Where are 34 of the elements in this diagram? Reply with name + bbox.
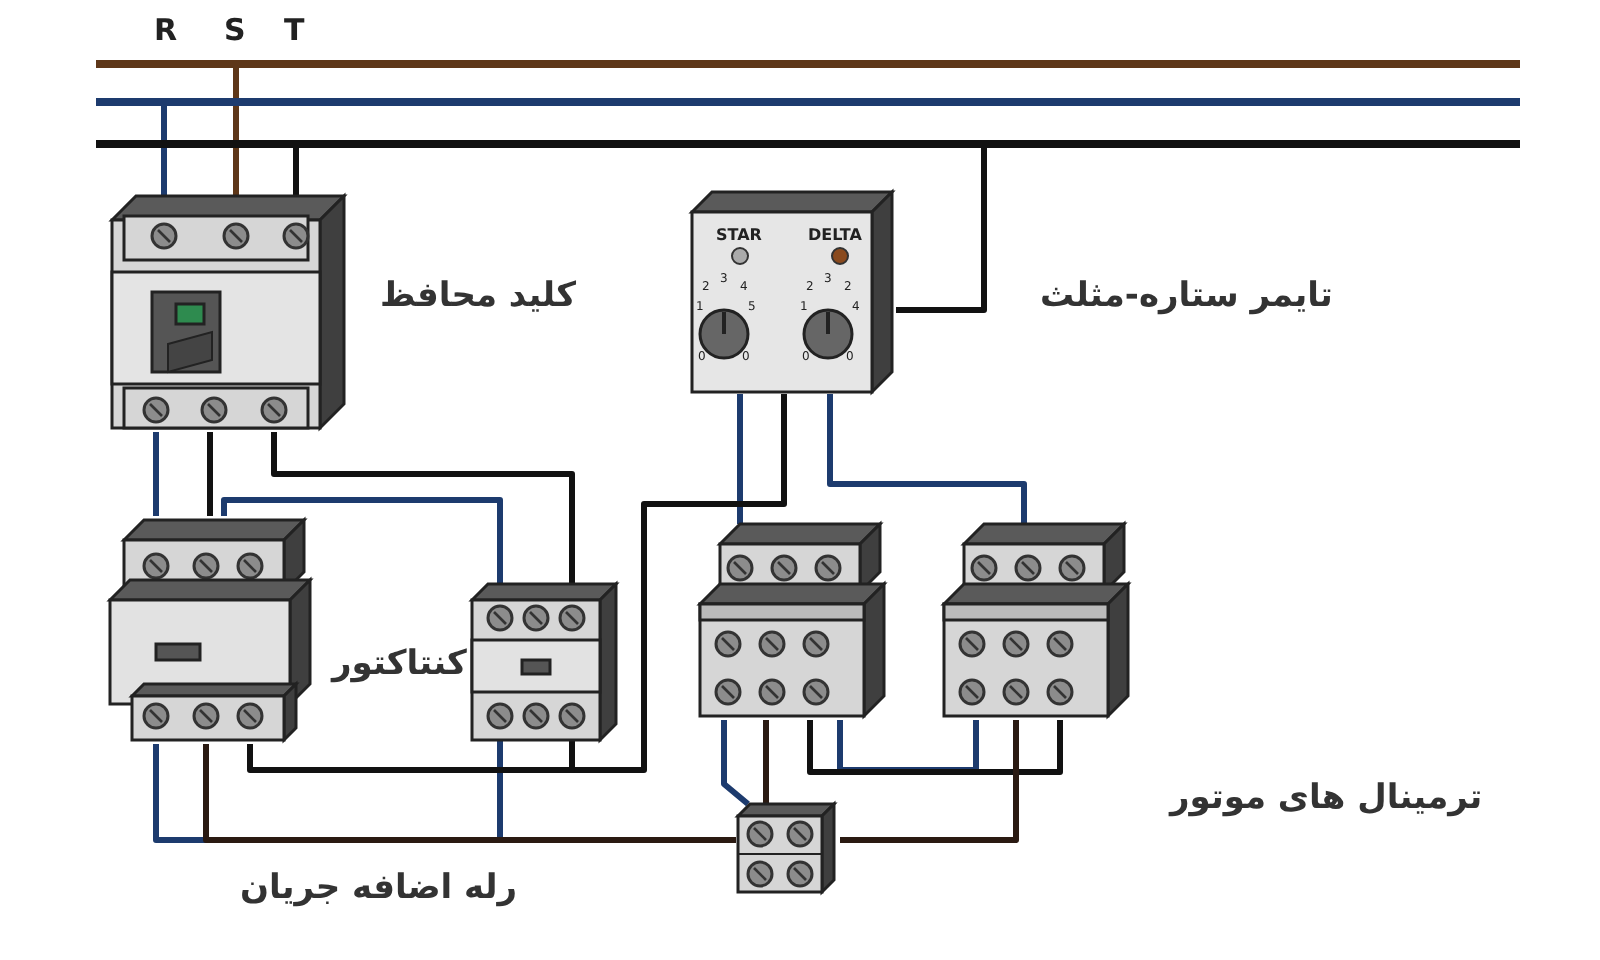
wire	[233, 64, 239, 196]
indicator-label: STAR	[716, 226, 762, 244]
indicator-label: DELTA	[808, 226, 862, 244]
wire	[161, 102, 167, 196]
wire	[153, 432, 159, 516]
wire	[247, 740, 575, 773]
wire	[721, 720, 750, 807]
phase-label: S	[224, 16, 246, 46]
wire	[840, 720, 1019, 843]
wire	[207, 432, 213, 516]
wire	[293, 144, 299, 196]
wire	[221, 497, 503, 584]
phase-label: R	[154, 16, 178, 46]
device-label: کلید محافظ	[380, 276, 576, 316]
device-label: رله اضافه جریان	[240, 868, 517, 908]
phase-label: T	[284, 16, 305, 46]
contactor-drawing	[696, 524, 884, 720]
wire	[896, 144, 987, 313]
busbar	[96, 140, 1520, 148]
wire	[203, 744, 736, 843]
circuit-breaker-drawing	[110, 196, 346, 432]
wire	[837, 720, 979, 773]
wire	[271, 432, 575, 584]
busbar	[96, 98, 1520, 106]
wire	[569, 394, 787, 773]
device-label: ترمینال های موتور	[1170, 778, 1483, 818]
wire	[807, 720, 1063, 775]
device-label: تایمر ستاره-مثلث	[1040, 276, 1333, 316]
wire	[827, 394, 1027, 524]
busbar	[96, 60, 1520, 68]
terminal-block-drawing	[736, 804, 840, 896]
wire	[763, 720, 769, 804]
device-label: کنتاکتور	[332, 644, 467, 684]
wire	[737, 394, 743, 524]
